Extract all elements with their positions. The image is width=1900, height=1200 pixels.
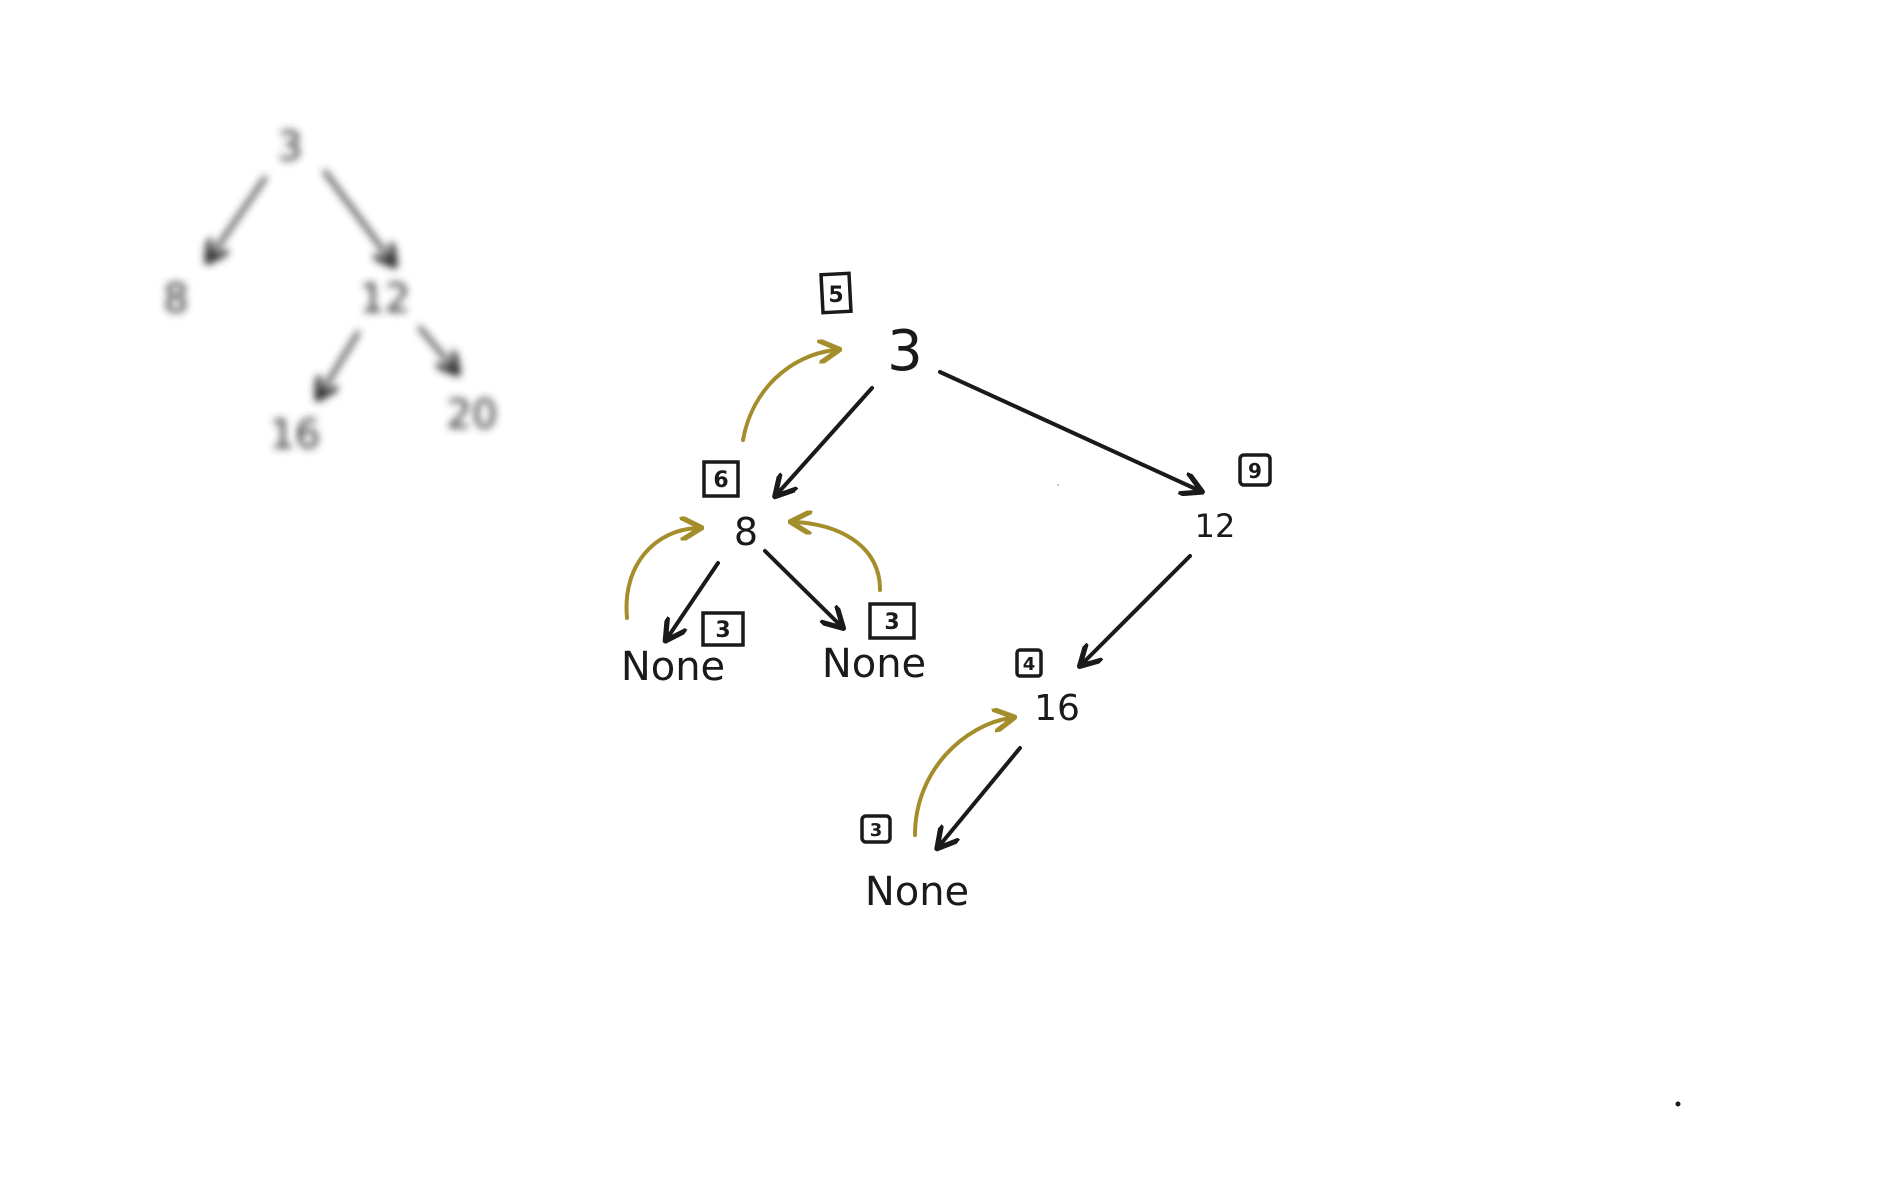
reference-tree: 3 8 12 16 20 [163, 124, 497, 458]
return-arrow-none-to-16 [913, 718, 1010, 837]
edge-3-12 [938, 370, 1198, 490]
badge-none-left: 3 [701, 611, 745, 647]
badges: 5 6 9 3 3 4 3 [701, 271, 1272, 844]
none-right: None [822, 641, 926, 687]
return-arrows [624, 350, 1010, 837]
return-arrow-none-left-to-8 [624, 528, 697, 620]
svg-text:3: 3 [884, 610, 899, 635]
node-3: 3 [887, 319, 923, 384]
badge-node-12: 9 [1238, 453, 1272, 487]
ref-edge-12-20 [418, 326, 455, 370]
node-12: 12 [1195, 507, 1236, 545]
edge-8-none-left [668, 561, 720, 637]
svg-text:3: 3 [870, 820, 883, 841]
stray-speck [1057, 484, 1059, 486]
ref-node-12: 12 [360, 276, 411, 322]
ref-node-3: 3 [277, 124, 302, 170]
edge-16-none [940, 746, 1022, 845]
node-8: 8 [734, 510, 758, 554]
stray-dot [1675, 1101, 1681, 1107]
ref-node-8: 8 [163, 276, 188, 322]
edge-8-none-right [763, 549, 840, 625]
svg-text:6: 6 [713, 468, 728, 493]
badge-none-right: 3 [868, 602, 916, 640]
badge-node-16: 4 [1015, 648, 1043, 678]
ref-edge-3-12 [323, 170, 392, 262]
badge-node-8: 6 [702, 460, 740, 498]
main-tree-edges [668, 370, 1198, 845]
ref-edge-3-8 [210, 176, 267, 258]
edge-12-16 [1083, 554, 1192, 663]
badge-node-3: 5 [819, 271, 853, 315]
edge-3-8 [778, 386, 874, 493]
none-left: None [621, 644, 725, 690]
svg-text:9: 9 [1248, 459, 1262, 483]
badge-none-bottom: 3 [860, 814, 892, 844]
svg-text:4: 4 [1023, 654, 1036, 675]
return-arrow-8-to-3 [741, 350, 835, 442]
svg-text:5: 5 [828, 283, 843, 308]
ref-node-20: 20 [447, 392, 498, 438]
ref-node-16: 16 [270, 412, 321, 458]
ref-edge-12-16 [320, 331, 360, 395]
main-tree-nodes: 3 8 12 None None 16 None [621, 319, 1236, 915]
node-16: 16 [1034, 688, 1080, 729]
none-bottom: None [865, 869, 969, 915]
svg-text:3: 3 [715, 618, 730, 643]
return-arrow-none-right-to-8 [795, 522, 882, 592]
